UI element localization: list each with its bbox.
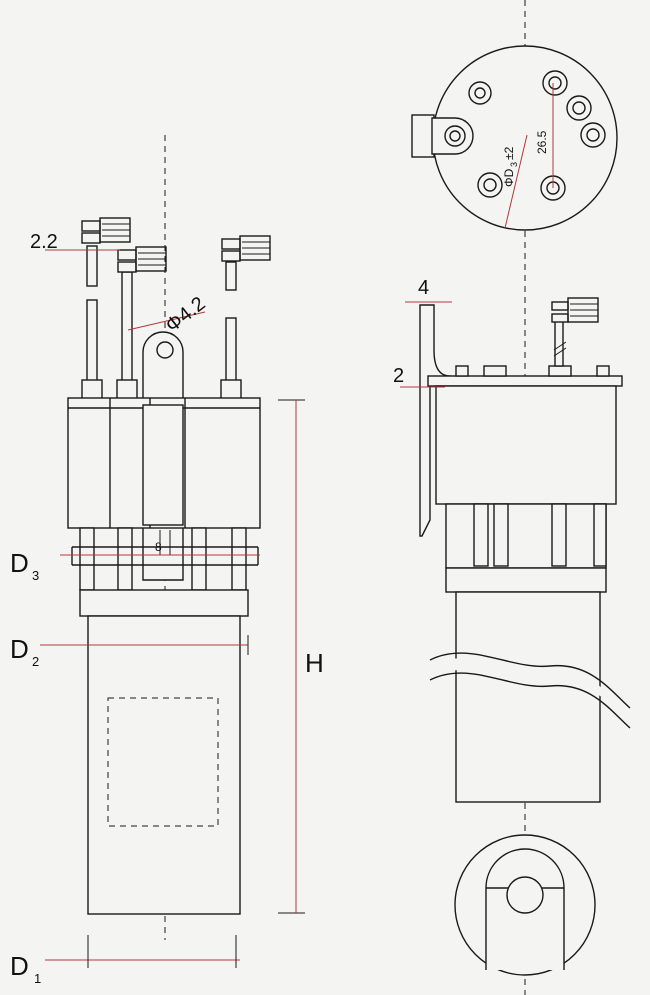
side-view: 4 2 (393, 277, 631, 803)
dim-hole-line (127, 311, 206, 331)
body-cylinder (87, 615, 241, 915)
label-lead-width: 4 (418, 277, 429, 299)
front-view: 2.2 Φ4.2 8 H D 3 D 2 D 1 (10, 135, 324, 986)
lug-hole (156, 341, 174, 359)
label-d2-sub: 2 (32, 654, 39, 669)
label-hole-diameter: Φ4.2 (162, 293, 210, 337)
label-circle-dia-tol: ±2 (502, 146, 516, 160)
body-collar (79, 589, 249, 617)
label-slot-width: 8 (155, 540, 162, 554)
body-legs (71, 527, 259, 591)
label-circle-dia: ΦD (502, 168, 516, 187)
label-plate-thickness: 2 (393, 365, 404, 387)
top-terminals (468, 70, 606, 201)
label-d1: D (10, 951, 29, 981)
label-d1-sub: 1 (34, 971, 41, 986)
side-cylinder (455, 591, 601, 803)
dim-circle-line (504, 134, 528, 229)
side-top-plate (427, 375, 623, 387)
internal-element (107, 697, 219, 827)
label-d3-sub: 3 (32, 568, 39, 583)
bottom-view (454, 834, 596, 976)
front-pin-left (81, 217, 131, 401)
label-pin-spacing: 26.5 (535, 130, 549, 154)
side-lead (419, 304, 451, 537)
front-pin-mid (116, 246, 167, 401)
label-d2: D (10, 634, 29, 664)
front-pin-right (220, 235, 271, 401)
label-d3: D (10, 548, 29, 578)
label-pin-thickness: 2.2 (30, 231, 58, 253)
label-circle-dia-sub: 3 (509, 162, 519, 167)
label-height: H (305, 648, 324, 678)
side-body-upper (435, 385, 617, 505)
top-view: 26.5 ΦD 3 ±2 (411, 0, 618, 995)
